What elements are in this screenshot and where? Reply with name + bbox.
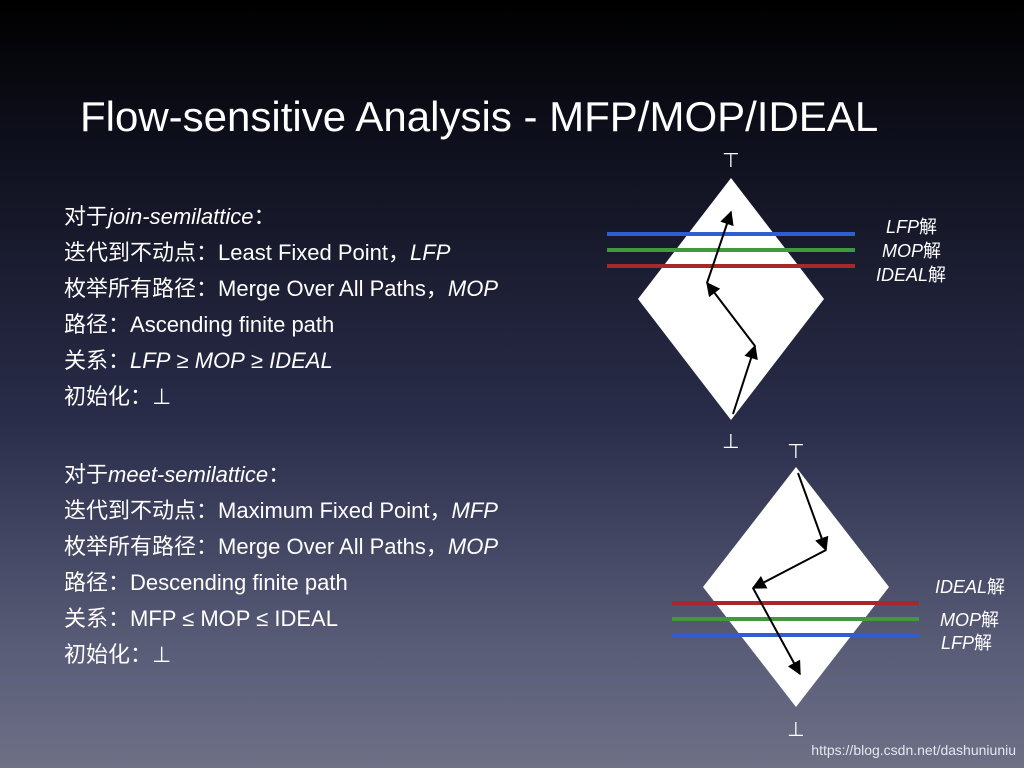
join-label-mop-suffix: 解: [923, 241, 941, 261]
meet-label-ideal: IDEAL解: [935, 577, 1005, 597]
meet-rel-label: 关系：: [64, 606, 131, 631]
join-path-value: Ascending finite path: [130, 312, 335, 337]
join-iter-label: 迭代到不动点：: [64, 240, 219, 265]
join-label-lfp-em: LFP: [886, 217, 919, 237]
meet-label-lfp: LFP解: [941, 633, 992, 653]
meet-init-label: 初始化：: [64, 642, 153, 667]
join-relation-line: 关系：LFP ≥ MOP ≥ IDEAL: [64, 343, 498, 379]
join-rel-op2: ≥: [244, 348, 270, 373]
meet-enum-label: 枚举所有路径：: [64, 534, 219, 559]
join-label-lfp-suffix: 解: [919, 217, 937, 237]
join-header: 对于join-semilattice：: [64, 199, 498, 235]
meet-label-mop: MOP解: [940, 610, 999, 630]
join-iter-value: Least Fixed Point，: [218, 240, 411, 265]
join-label-ideal: IDEAL解: [876, 265, 946, 285]
meet-path-arrow-3: [752, 587, 801, 676]
meet-label-lfp-suffix: 解: [974, 633, 992, 653]
join-rel-a: LFP: [130, 348, 171, 373]
join-enum-line: 枚举所有路径：Merge Over All Paths，MOP: [64, 271, 498, 307]
meet-header-prefix: 对于: [64, 462, 109, 487]
join-iter-em: LFP: [410, 240, 451, 265]
join-path-arrow-3: [706, 210, 734, 284]
join-path-line: 路径：Ascending finite path: [64, 307, 498, 343]
join-top-symbol: ⊤: [722, 148, 739, 172]
join-init-value: ⊥: [152, 384, 172, 409]
meet-path-label: 路径：: [64, 570, 131, 595]
meet-label-ideal-em: IDEAL: [935, 577, 987, 597]
meet-init-line: 初始化：⊥: [64, 637, 498, 673]
meet-bottom-symbol: ⊥: [787, 717, 804, 741]
join-label-mop: MOP解: [882, 241, 941, 261]
meet-rel-text: MFP ≤ MOP ≤ IDEAL: [130, 606, 338, 631]
meet-label-mop-suffix: 解: [981, 610, 999, 630]
meet-path-line: 路径：Descending finite path: [64, 565, 498, 601]
meet-path-arrow-1: [797, 472, 829, 552]
meet-init-value: ⊥: [152, 642, 172, 667]
join-label-lfp: LFP解: [886, 217, 937, 237]
meet-enum-value: Merge Over All Paths，: [218, 534, 448, 559]
join-label-ideal-em: IDEAL: [876, 265, 928, 285]
join-path-arrow-1: [732, 344, 758, 415]
meet-lattice-diagram: ⊤ ⊥ IDEAL解 MOP解 LFP解: [672, 439, 1005, 741]
join-header-em: join-semilattice: [108, 204, 254, 229]
meet-header: 对于meet-semilattice：: [64, 457, 498, 493]
meet-relation-line: 关系：MFP ≤ MOP ≤ IDEAL: [64, 601, 498, 637]
join-enum-label: 枚举所有路径：: [64, 276, 219, 301]
join-enum-em: MOP: [447, 276, 499, 301]
join-label-ideal-suffix: 解: [928, 265, 946, 285]
meet-enum-line: 枚举所有路径：Merge Over All Paths，MOP: [64, 529, 498, 565]
join-iter-line: 迭代到不动点：Least Fixed Point，LFP: [64, 235, 498, 271]
meet-iter-label: 迭代到不动点：: [64, 498, 219, 523]
join-init-line: 初始化：⊥: [64, 379, 498, 415]
meet-lattice-diamond: [703, 467, 889, 707]
join-semilattice-block: 对于join-semilattice： 迭代到不动点：Least Fixed P…: [64, 199, 498, 415]
join-path-arrow-2: [706, 281, 756, 347]
join-init-label: 初始化：: [64, 384, 153, 409]
join-rel-op1: ≥: [170, 348, 195, 373]
meet-label-lfp-em: LFP: [941, 633, 974, 653]
join-rel-label: 关系：: [64, 348, 131, 373]
join-rel-c: IDEAL: [269, 348, 333, 373]
join-path-label: 路径：: [64, 312, 131, 337]
meet-path-value: Descending finite path: [130, 570, 348, 595]
join-enum-value: Merge Over All Paths，: [218, 276, 448, 301]
join-rel-b: MOP: [194, 348, 245, 373]
meet-iter-value: Maximum Fixed Point，: [218, 498, 452, 523]
meet-label-ideal-suffix: 解: [987, 577, 1005, 597]
join-lattice-diamond: [638, 178, 824, 420]
meet-top-symbol: ⊤: [787, 439, 804, 463]
join-bottom-symbol: ⊥: [722, 429, 739, 453]
join-header-suffix: ：: [253, 204, 276, 229]
meet-iter-line: 迭代到不动点：Maximum Fixed Point，MFP: [64, 493, 498, 529]
join-lattice-diagram: ⊤ ⊥ LFP解 MOP解 IDEAL解: [607, 148, 946, 453]
meet-iter-em: MFP: [451, 498, 498, 523]
slide-title: Flow-sensitive Analysis - MFP/MOP/IDEAL: [80, 93, 879, 140]
source-url-watermark: https://blog.csdn.net/dashuniuniu: [811, 742, 1016, 758]
join-label-mop-em: MOP: [882, 241, 923, 261]
meet-header-suffix: ：: [268, 462, 291, 487]
meet-path-arrow-2: [751, 549, 827, 589]
join-header-prefix: 对于: [64, 204, 109, 229]
meet-label-mop-em: MOP: [940, 610, 981, 630]
meet-header-em: meet-semilattice: [108, 462, 269, 487]
meet-enum-em: MOP: [447, 534, 499, 559]
meet-semilattice-block: 对于meet-semilattice： 迭代到不动点：Maximum Fixed…: [64, 457, 498, 673]
